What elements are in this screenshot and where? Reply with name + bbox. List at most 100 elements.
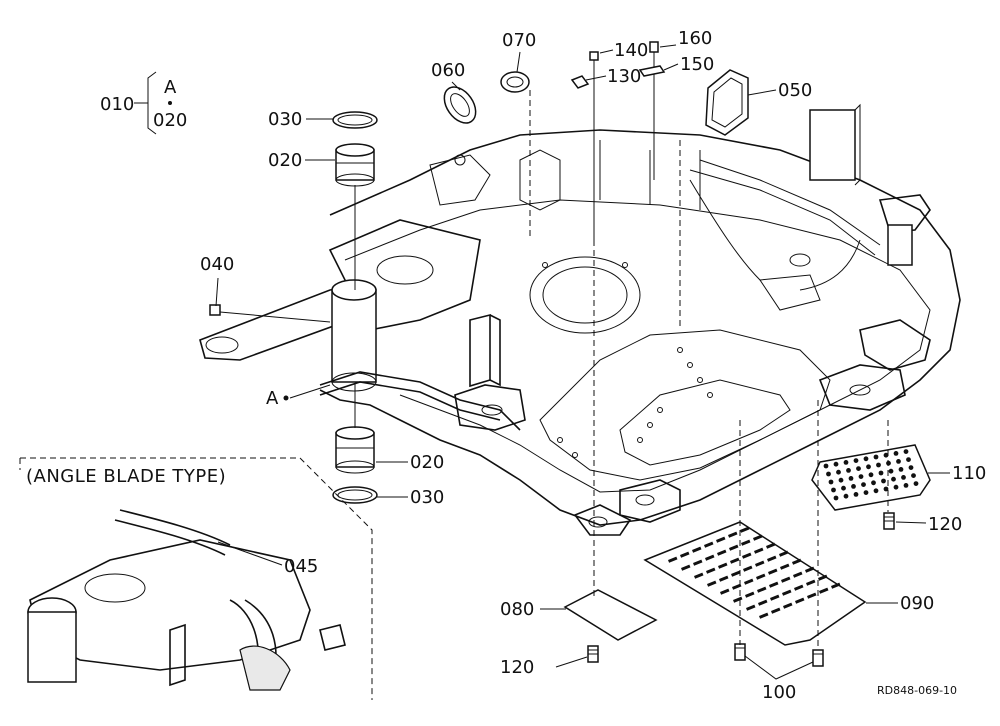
perforation-hole [868,472,874,478]
label-040: 040 [200,254,234,275]
perforation-hole [913,481,919,486]
callout-labels: 010 A 020 030 020 040 A 020 030 060 070 … [26,28,986,703]
grate-slot [757,586,767,593]
grate-slot [729,544,739,551]
perforation-hole [833,495,839,501]
perforation-hole [881,478,886,484]
grate-slot [731,570,741,577]
grate-slot [694,572,704,579]
perforation-hole [873,454,879,460]
bolt-100-left [734,643,746,661]
grate-slot [781,589,792,596]
grate-slot [742,552,752,559]
perforation-hole [906,457,911,462]
bushing-020-upper [335,143,375,187]
grate-slot [806,579,816,586]
label-110: 110 [952,463,986,484]
grease-fitting-040 [209,304,331,323]
perforation-hole [851,484,856,489]
perforation-hole [901,475,906,480]
bolt-100-right [812,649,824,667]
grate-slot [793,584,804,591]
perforation-hole [856,466,861,471]
grate-slot [818,587,829,594]
label-020-upper: 020 [268,150,302,171]
grate-slot [767,555,777,562]
grate-slot [732,583,742,590]
inset-title: (ANGLE BLADE TYPE) [26,466,226,487]
perforation-hole [853,458,859,463]
grate-slot [755,560,765,567]
grommet-070 [500,71,530,93]
label-120-bottom: 120 [500,657,534,678]
inset-angle-blade [19,457,373,700]
bolt-160 [649,41,659,180]
perforation-hole [878,470,884,476]
clamp-130 [570,75,590,89]
perforation-hole [858,474,864,479]
grate-slot [717,549,727,556]
label-150: 150 [680,54,714,75]
grate-slot [707,580,717,587]
grommet-060 [443,86,477,124]
bolt-140 [589,51,599,240]
grate-slot [692,546,702,553]
grate-slot [720,588,730,595]
grate-slot [753,534,763,541]
label-070: 070 [502,30,536,51]
perforation-hole [848,476,854,481]
grate-slot [733,596,743,603]
grate-slot [769,594,780,601]
perforation-hole [843,493,849,499]
grate-slot [806,592,817,599]
grate-slot [719,575,729,582]
grate-slot [757,599,768,606]
grate-slot [745,604,756,611]
perforation-hole [873,488,879,494]
perforation-hole [903,449,909,454]
perforation-hole [841,485,846,491]
cover-plate-090 [643,521,867,646]
perforation-hole [883,452,889,458]
ring-030-lower [332,486,378,504]
grommet-050 [705,69,749,136]
perforation-hole [903,483,909,488]
label-010: 010 [100,94,134,115]
assembly-dash-lines [529,90,889,650]
grate-slot [693,559,703,566]
perforation-hole [831,487,836,493]
bushing-020-lower [335,426,375,474]
label-020-lower: 020 [410,452,444,473]
grate-slot [743,565,753,572]
label-120-right: 120 [928,514,962,535]
grate-slot [759,612,769,619]
perforation-hole [826,471,831,477]
swivel-frame-drawing [199,103,961,536]
bolt-120-bottom [587,645,599,663]
grate-slot [805,566,815,573]
grate-slot [745,591,755,598]
grate-slot [769,581,779,588]
label-130: 130 [607,66,641,87]
leader-lines [134,44,950,680]
grate-slot [754,547,764,554]
perforation-hole [908,465,914,470]
grate-slot [704,541,714,548]
grate-slot [718,562,728,569]
ring-030-upper [332,111,378,129]
grate-slot [756,573,766,580]
perforation-hole [843,460,849,465]
grate-slot [830,582,841,589]
clamp-150 [638,65,666,77]
label-160: 160 [678,28,712,49]
grate-slot [818,574,828,581]
perforation-hole [883,486,889,492]
grate-slot [782,602,793,609]
label-060: 060 [431,60,465,81]
grate-slot [768,568,778,575]
grate-slot [780,563,790,570]
grate-slot [794,597,805,604]
perforation-hole [898,467,904,472]
deck-holes [542,262,713,458]
